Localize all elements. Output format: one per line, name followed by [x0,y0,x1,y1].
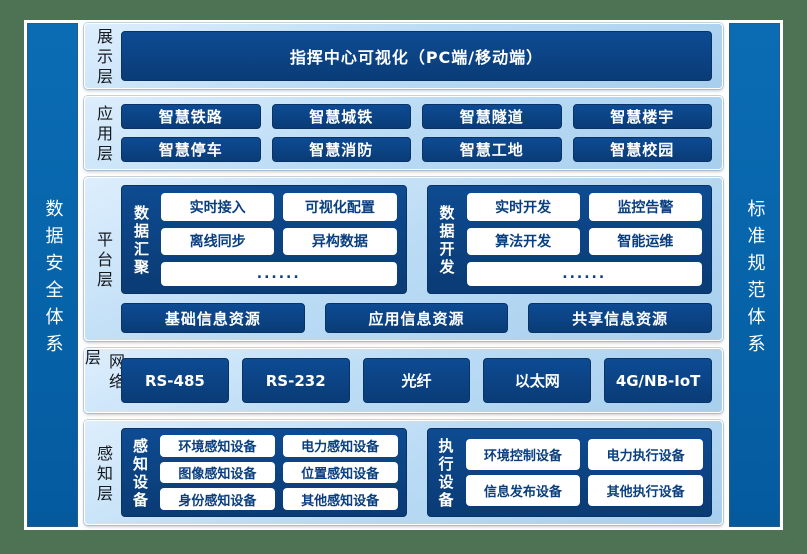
layer-network-content: RS-485 RS-232 光纤 以太网 4G/NB-IoT [121,349,722,412]
layer-application-label-text: 应用层 [94,105,113,165]
layer-stack: 展示层 指挥中心可视化（PC端/移动端） 应用层 智慧铁路 智慧城铁 智慧隧道 … [82,23,723,527]
node-smart-campus: 智慧校园 [572,137,712,162]
group-data-aggregation-label: 数据汇聚 [131,193,152,286]
node-shared-info-resource: 共享信息资源 [528,303,712,333]
layer-display-content: 指挥中心可视化（PC端/移动端） [121,24,722,88]
node-smart-worksite: 智慧工地 [422,137,562,162]
group-data-development-label: 数据开发 [437,193,458,286]
layer-perception-content: 感知设备 环境感知设备 电力感知设备 图像感知设备 位置感知设备 身份感知设备 … [121,421,722,524]
platform-groups: 数据汇聚 实时接入 可视化配置 离线同步 异构数据 ...... 数据开发 [121,185,712,294]
node-info-publishing: 信息发布设备 [465,475,581,506]
node-visual-config: 可视化配置 [283,193,397,221]
layer-display: 展示层 指挥中心可视化（PC端/移动端） [84,23,723,89]
node-power-execution: 电力执行设备 [588,439,703,470]
node-power-sensing: 电力感知设备 [282,435,398,457]
node-application-info-resource: 应用信息资源 [324,303,509,333]
group-data-development-items: 实时开发 监控告警 算法开发 智能运维 ...... [466,193,702,286]
layer-network-label: 网络层 [82,349,125,412]
layer-platform-label: 平台层 [85,178,121,340]
group-data-development: 数据开发 实时开发 监控告警 算法开发 智能运维 ...... [426,185,712,294]
group-data-aggregation-items: 实时接入 可视化配置 离线同步 异构数据 ...... [161,193,397,286]
layer-network: 网络层 RS-485 RS-232 光纤 以太网 4G/NB-IoT [82,348,723,413]
node-smart-tunnel: 智慧隧道 [422,104,562,129]
diagram-card: 数据安全体系 展示层 指挥中心可视化（PC端/移动端） 应用层 智慧铁路 智慧城… [24,20,783,530]
layer-perception: 感知层 感知设备 环境感知设备 电力感知设备 图像感知设备 位置感知设备 身份感… [84,420,723,525]
group-sensing-devices-items: 环境感知设备 电力感知设备 图像感知设备 位置感知设备 身份感知设备 其他感知设… [160,435,398,510]
group-execution-devices-label-text: 执行设备 [436,438,455,510]
group-sensing-devices-label-text: 感知设备 [131,438,149,510]
layer-application-content: 智慧铁路 智慧城铁 智慧隧道 智慧楼宇 智慧停车 智慧消防 智慧工地 智慧校园 [121,97,722,169]
pillar-standards-label: 标准规范体系 [744,198,766,361]
node-other-sensing: 其他感知设备 [282,488,398,510]
node-4g-nbiot: 4G/NB-IoT [604,358,712,403]
layer-display-label-text: 展示层 [94,28,113,88]
node-algorithm-dev: 算法开发 [466,227,580,256]
node-rs485: RS-485 [121,358,229,403]
node-env-control: 环境控制设备 [465,439,581,470]
node-smart-building: 智慧楼宇 [572,104,712,129]
layer-application-label: 应用层 [85,97,121,169]
group-sensing-devices: 感知设备 环境感知设备 电力感知设备 图像感知设备 位置感知设备 身份感知设备 … [121,428,407,517]
layer-display-label: 展示层 [85,24,121,88]
group-execution-devices-items: 环境控制设备 电力执行设备 信息发布设备 其他执行设备 [465,435,703,510]
node-realtime-dev: 实时开发 [466,193,580,221]
node-fiber: 光纤 [362,358,471,403]
perception-groups: 感知设备 环境感知设备 电力感知设备 图像感知设备 位置感知设备 身份感知设备 … [121,428,712,517]
group-execution-devices-label: 执行设备 [436,435,457,510]
node-realtime-access: 实时接入 [161,193,275,221]
group-data-development-label-text: 数据开发 [437,205,456,277]
node-smart-firefighting: 智慧消防 [271,137,411,162]
node-intelligent-ops: 智能运维 [588,227,702,256]
network-grid: RS-485 RS-232 光纤 以太网 4G/NB-IoT [121,356,712,405]
group-sensing-devices-label: 感知设备 [130,435,151,510]
group-data-aggregation-label-text: 数据汇聚 [132,205,150,277]
node-other-execution: 其他执行设备 [588,475,703,506]
node-heterogeneous-data: 异构数据 [283,227,397,256]
node-rs232: RS-232 [241,358,350,403]
node-aggregation-more: ...... [161,262,397,286]
node-smart-parking: 智慧停车 [121,137,261,162]
node-monitor-alert: 监控告警 [588,193,702,221]
layer-platform-content: 数据汇聚 实时接入 可视化配置 离线同步 异构数据 ...... 数据开发 [121,178,722,340]
node-command-center-visualization: 指挥中心可视化（PC端/移动端） [121,31,712,81]
node-env-sensing: 环境感知设备 [160,435,275,457]
pillar-data-security-label: 数据安全体系 [42,198,64,361]
node-ethernet: 以太网 [483,358,592,403]
node-smart-railway: 智慧铁路 [121,104,261,129]
node-identity-sensing: 身份感知设备 [160,488,275,510]
layer-platform: 平台层 数据汇聚 实时接入 可视化配置 离线同步 异构数据 ...... [84,177,723,341]
node-smart-metro: 智慧城铁 [271,104,411,129]
pillar-data-security: 数据安全体系 [27,23,78,527]
layer-platform-label-text: 平台层 [94,231,113,291]
application-grid: 智慧铁路 智慧城铁 智慧隧道 智慧楼宇 智慧停车 智慧消防 智慧工地 智慧校园 [121,104,712,162]
node-offline-sync: 离线同步 [161,227,275,256]
layer-application: 应用层 智慧铁路 智慧城铁 智慧隧道 智慧楼宇 智慧停车 智慧消防 智慧工地 智… [84,96,723,170]
node-basic-info-resource: 基础信息资源 [121,303,305,333]
layer-perception-label-text: 感知层 [94,444,113,505]
layer-perception-label: 感知层 [85,421,121,524]
node-development-more: ...... [466,262,702,286]
platform-resources: 基础信息资源 应用信息资源 共享信息资源 [121,303,712,333]
pillar-standards: 标准规范体系 [729,23,780,527]
group-execution-devices: 执行设备 环境控制设备 电力执行设备 信息发布设备 其他执行设备 [426,428,712,517]
node-image-sensing: 图像感知设备 [160,461,275,484]
layer-network-label-text: 网络层 [82,349,125,393]
node-location-sensing: 位置感知设备 [282,461,398,484]
group-data-aggregation: 数据汇聚 实时接入 可视化配置 离线同步 异构数据 ...... [121,185,407,294]
